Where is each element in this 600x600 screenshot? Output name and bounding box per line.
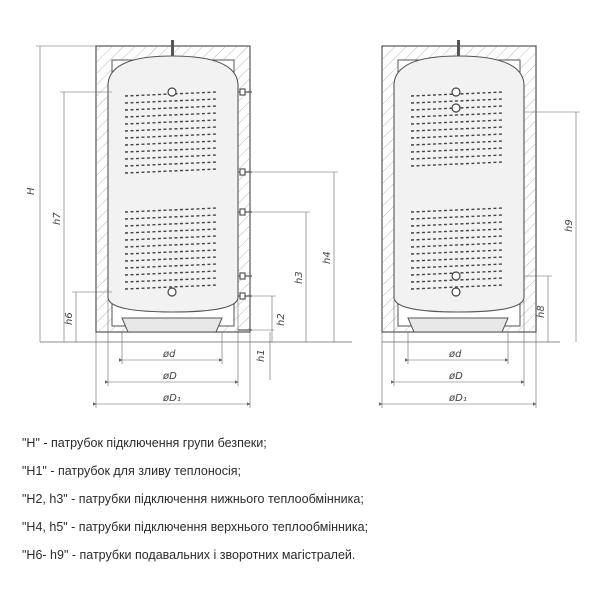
label-h1: h1: [256, 349, 267, 362]
left-top-fitting: [171, 40, 174, 56]
label-d-right: ød: [448, 349, 462, 360]
left-dimension-lines: [36, 45, 338, 380]
label-D: øD: [162, 371, 177, 382]
left-tank-body: [107, 55, 239, 313]
label-D-right: øD: [448, 371, 463, 382]
left-side-fittings: [238, 88, 252, 331]
legend-item: "H2, h3" - патрубки підключення нижнього…: [22, 492, 364, 506]
right-tank-base: [407, 317, 509, 333]
right-tank-body: [393, 55, 525, 313]
label-h8: h8: [536, 305, 547, 318]
right-dimension-lines: [524, 111, 580, 342]
left-diameter-dims: [93, 300, 251, 408]
legend-item: "H" - патрубок підключення групи безпеки…: [22, 436, 267, 450]
left-tank: H h7 h6 h1 h2 h3 h4 ød øD øD₁: [26, 40, 352, 408]
right-diameter-dims: [379, 300, 537, 408]
legend-item: "H4, h5" - патрубки підключення верхньог…: [22, 520, 369, 534]
legend-item: "H1" - патрубок для зливу теплоносія;: [22, 464, 241, 478]
left-tank-base: [121, 317, 223, 333]
left-lower-coil: [124, 207, 219, 290]
label-h2: h2: [276, 313, 287, 326]
label-d: ød: [162, 349, 176, 360]
legend-item: "H6- h9" - патрубки подавальних і зворот…: [22, 548, 356, 562]
right-top-fitting: [457, 40, 460, 56]
label-H: H: [26, 187, 37, 195]
right-tank: h9 h8 ød øD øD₁: [379, 40, 580, 408]
label-h3: h3: [294, 271, 305, 284]
label-D1: øD₁: [162, 393, 181, 404]
tank-diagram: H h7 h6 h1 h2 h3 h4 ød øD øD₁: [26, 40, 580, 408]
label-h7: h7: [52, 212, 63, 225]
label-h4: h4: [322, 251, 333, 264]
label-D1-right: øD₁: [448, 393, 467, 404]
label-h6: h6: [64, 312, 75, 325]
legend: "H" - патрубок підключення групи безпеки…: [22, 428, 592, 576]
label-h9: h9: [564, 219, 575, 232]
